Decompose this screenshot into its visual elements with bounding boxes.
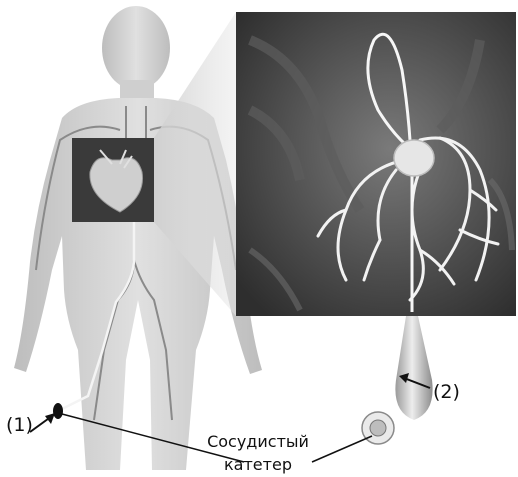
- label-1: (1): [6, 414, 33, 436]
- heart-closeup-inset: [236, 12, 516, 316]
- catheter-sheath: [395, 316, 432, 420]
- catheter-cross-section: [362, 412, 394, 444]
- aortic-valve: [394, 140, 434, 176]
- label-2: (2): [433, 381, 460, 403]
- arrow-1-icon: [30, 413, 55, 432]
- heart-box: [72, 138, 154, 222]
- caption-catheter-line1: Сосудистый: [196, 432, 320, 451]
- entry-point-marker: [53, 403, 63, 419]
- caption-catheter-line2: катетер: [196, 455, 320, 474]
